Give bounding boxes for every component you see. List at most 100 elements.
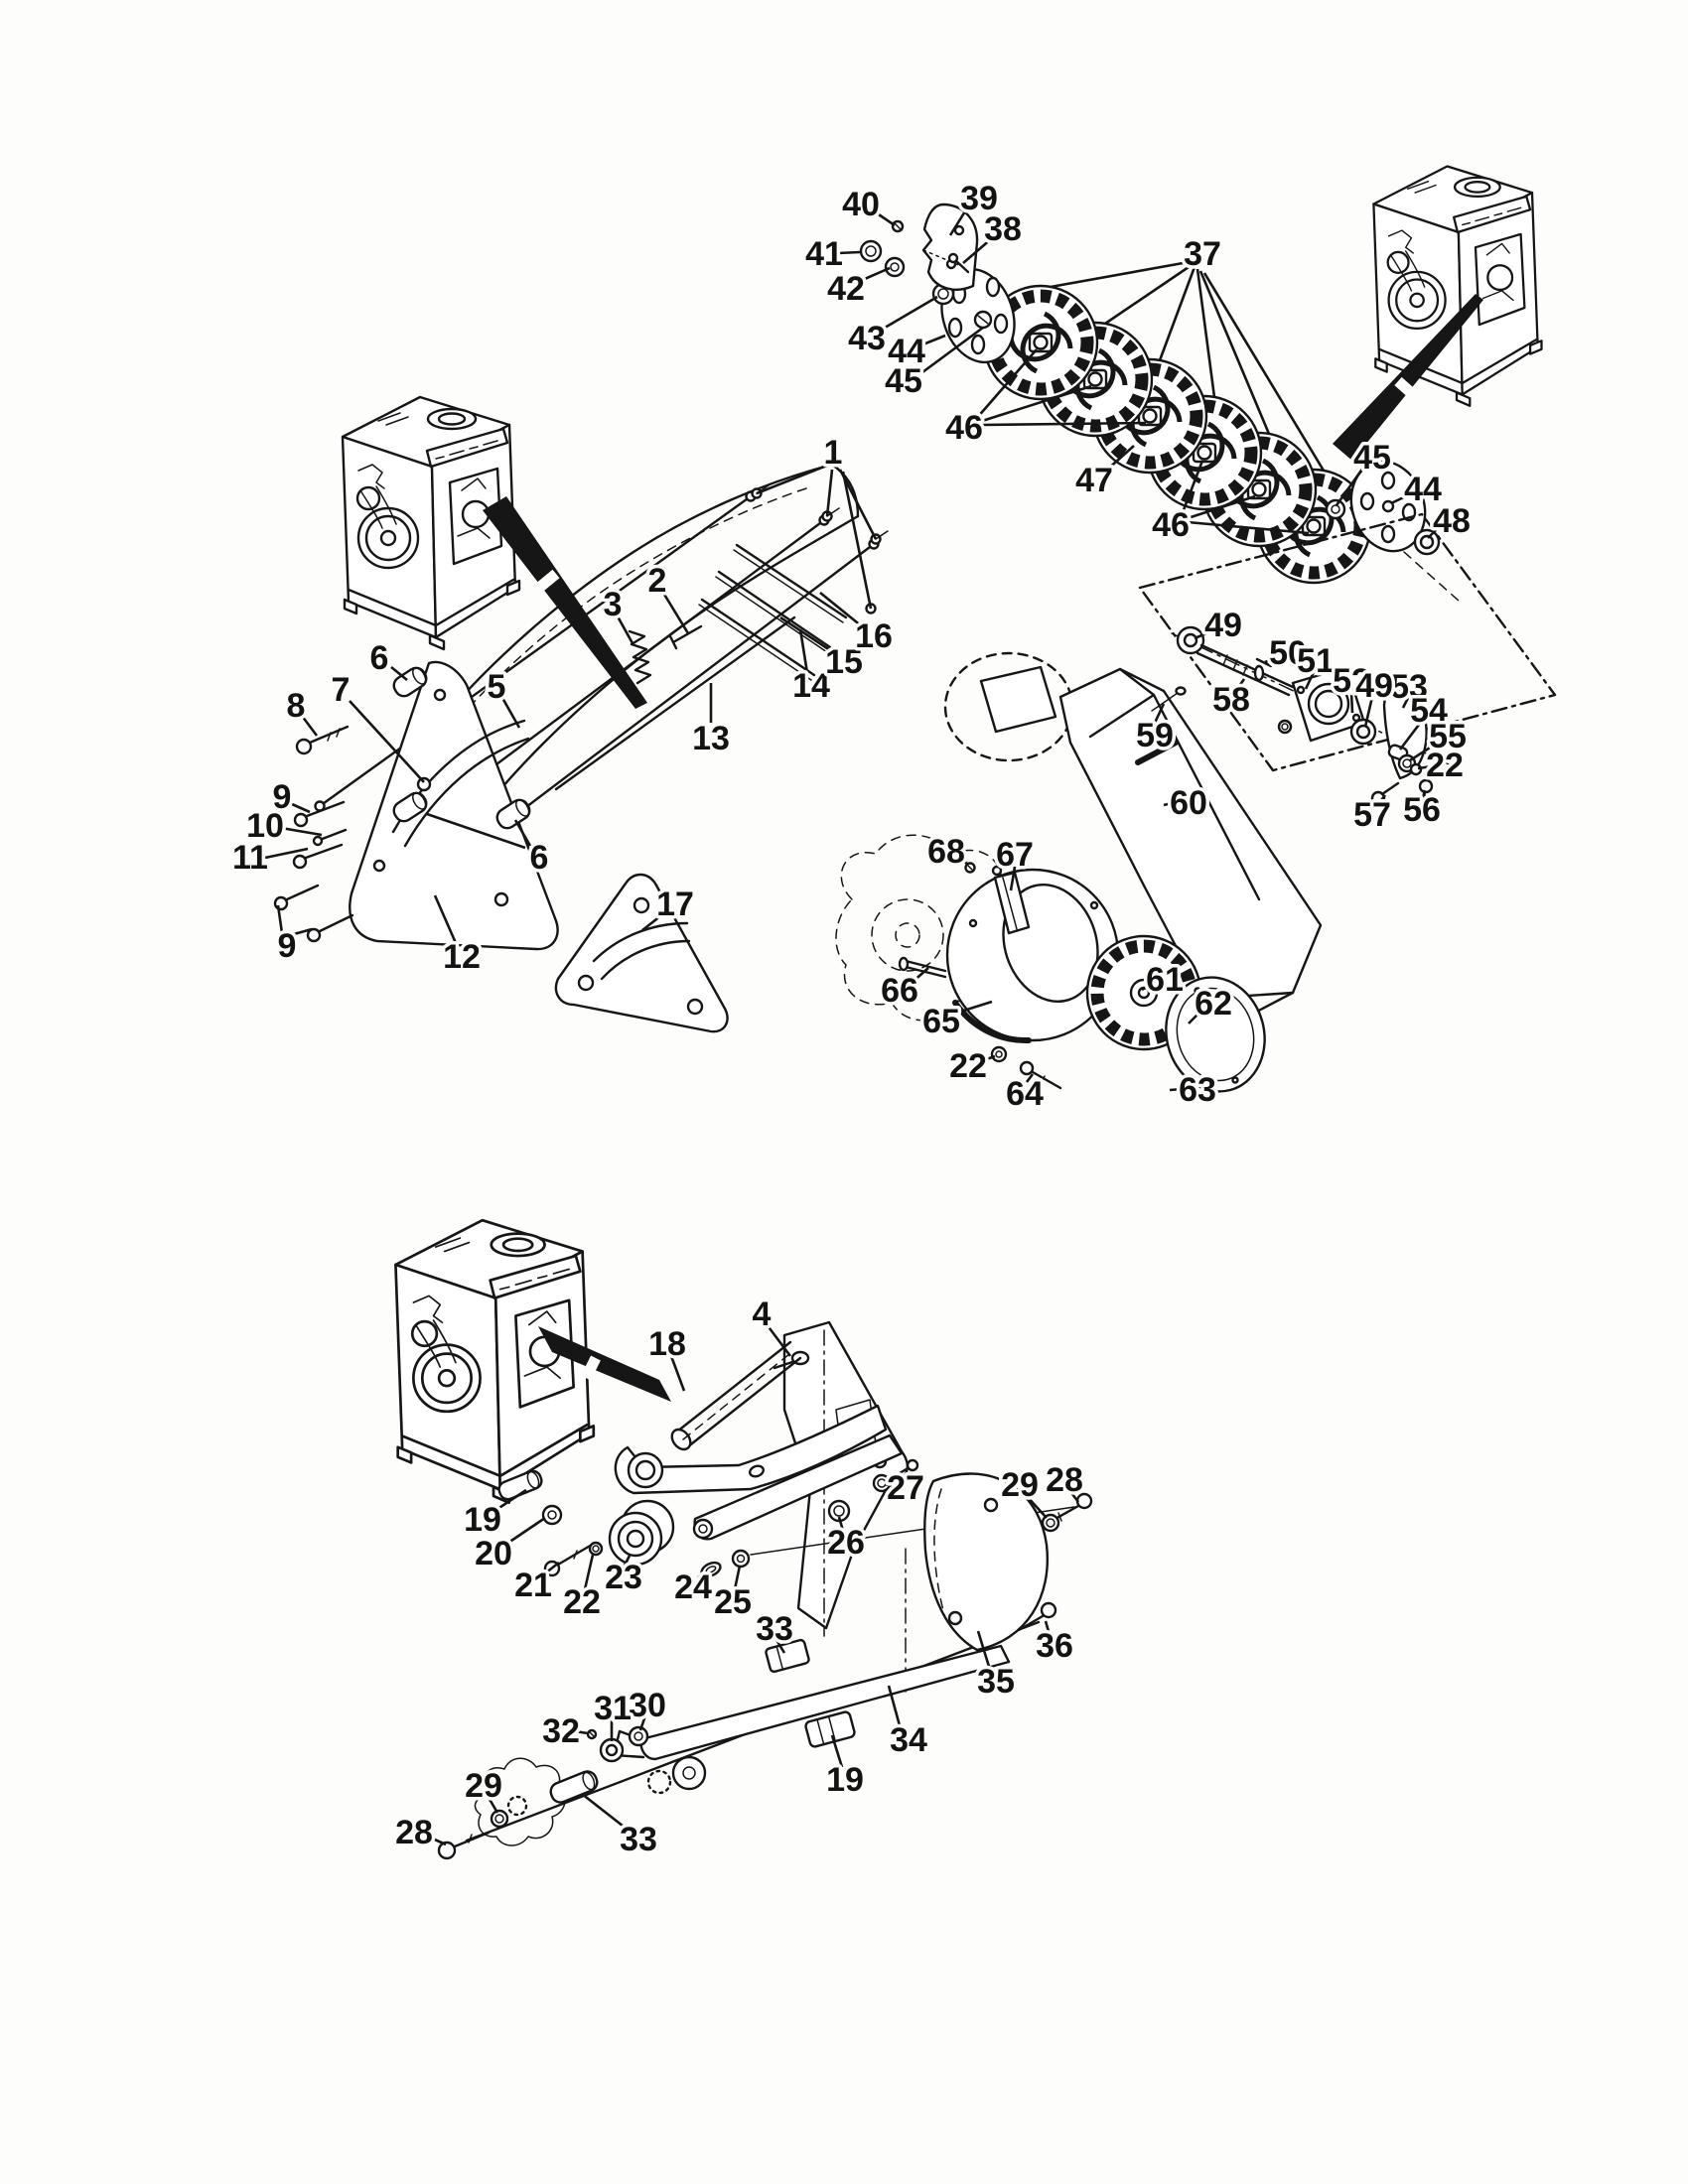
- leader-line-52: [1349, 691, 1354, 714]
- leader-line-3: [616, 615, 634, 644]
- callout-33: 33: [756, 1610, 793, 1648]
- idler-pulley: [608, 1499, 675, 1567]
- tine-end-plate-right: [1325, 460, 1461, 603]
- callout-20: 20: [475, 1535, 512, 1572]
- callout-29: 29: [465, 1767, 502, 1805]
- leader-line-67: [1009, 866, 1017, 891]
- callout-63: 63: [1179, 1071, 1216, 1109]
- rod-end-pins: [751, 484, 889, 545]
- leader-line-34: [887, 1685, 903, 1730]
- callout-6: 6: [370, 639, 389, 677]
- leader-line-58: [1235, 678, 1246, 690]
- callout-30: 30: [629, 1687, 666, 1724]
- leader-line-66: [911, 967, 929, 984]
- leader-line-65: [953, 1000, 993, 1016]
- leader-line-21: [540, 1561, 560, 1578]
- leader-line-18: [669, 1355, 686, 1392]
- callout-44: 44: [888, 333, 925, 370]
- leader-line-22: [1417, 764, 1433, 770]
- leader-line-45: [1335, 467, 1365, 506]
- impeller-housing: [945, 865, 1120, 1044]
- callout-49: 49: [1204, 607, 1242, 644]
- leader-line-32: [574, 1729, 589, 1735]
- leader-line-15: [779, 615, 834, 654]
- leader-line-20: [504, 1516, 546, 1547]
- rubber-bumpers: [392, 666, 531, 830]
- leader-line-37: [1196, 268, 1216, 398]
- leader-line-6: [513, 819, 532, 847]
- callout-42: 42: [827, 270, 865, 308]
- callout-29: 29: [1001, 1466, 1039, 1504]
- leader-line-9: [276, 904, 284, 934]
- callout-21: 21: [514, 1567, 552, 1604]
- callout-14: 14: [792, 667, 830, 705]
- leader-line-23: [623, 1555, 632, 1567]
- leader-line-42: [857, 266, 891, 284]
- leader-line-16: [819, 591, 863, 628]
- leader-line-45: [917, 326, 984, 377]
- stud-bolt: [668, 624, 703, 650]
- callout-51: 51: [1297, 642, 1335, 680]
- leader-line-64: [1025, 1073, 1035, 1083]
- leader-line-29: [1025, 1494, 1048, 1519]
- leader-line-59: [1153, 703, 1166, 724]
- leader-line-30: [638, 1714, 647, 1731]
- callout-68: 68: [927, 833, 965, 871]
- housing-bolts: [273, 725, 354, 943]
- leader-line-60: [1163, 800, 1177, 807]
- drive-mounting-panel: [1138, 512, 1557, 772]
- machine-unit-upper-right: [1372, 165, 1543, 407]
- callout-43: 43: [848, 320, 886, 357]
- callout-60: 60: [1170, 784, 1207, 822]
- leader-line-14: [798, 628, 809, 674]
- callout-18: 18: [648, 1325, 686, 1363]
- hitch-tube: [670, 1340, 802, 1451]
- callout-35: 35: [977, 1663, 1015, 1701]
- callout-46: 46: [945, 409, 983, 447]
- scraper-strip: [993, 871, 1031, 935]
- callout-13: 13: [692, 720, 730, 757]
- callout-47: 47: [1075, 462, 1113, 499]
- callout-11: 11: [232, 839, 268, 877]
- leader-line-25: [733, 1565, 742, 1590]
- callout-26: 26: [827, 1524, 865, 1562]
- leader-line-28: [1067, 1489, 1080, 1503]
- leader-line-9: [291, 802, 311, 814]
- leader-line-50: [1264, 655, 1279, 664]
- callout-41: 41: [805, 235, 843, 273]
- leader-line-40: [872, 208, 896, 227]
- impeller-ghost-gearbox: [835, 834, 1016, 1022]
- callout-28: 28: [395, 1814, 433, 1851]
- leader-line-68: [956, 855, 968, 866]
- callout-19: 19: [464, 1501, 501, 1539]
- callout-22: 22: [563, 1583, 601, 1621]
- leader-line-46: [1180, 460, 1204, 516]
- leader-line-44: [919, 334, 946, 347]
- callout-59: 59: [1136, 717, 1174, 754]
- leader-line-37: [1198, 270, 1271, 435]
- callout-31: 31: [594, 1690, 632, 1727]
- callout-55: 55: [1429, 718, 1467, 755]
- callout-8: 8: [287, 687, 306, 725]
- callout-22: 22: [949, 1047, 987, 1085]
- callout-61: 61: [1146, 961, 1184, 999]
- shield-plate: [905, 1472, 1050, 1694]
- pivot-hardware: [497, 1469, 604, 1577]
- callout-39: 39: [960, 180, 998, 217]
- callout-40: 40: [842, 186, 880, 223]
- leader-line-17: [641, 910, 666, 932]
- callout-27: 27: [887, 1469, 924, 1507]
- leader-line-61: [1141, 982, 1154, 992]
- callout-2: 2: [648, 562, 667, 600]
- leader-line-47: [1105, 445, 1135, 472]
- leader-line-29: [486, 1795, 499, 1814]
- callout-54: 54: [1410, 692, 1448, 730]
- leader-line-33: [581, 1792, 629, 1832]
- back-plate: [554, 873, 729, 1033]
- callout-28: 28: [1046, 1461, 1083, 1499]
- callout-layer: 1235667899101112131415161737383940414243…: [229, 177, 1475, 1862]
- leader-line-49: [1194, 629, 1212, 640]
- lift-arm: [614, 1404, 888, 1495]
